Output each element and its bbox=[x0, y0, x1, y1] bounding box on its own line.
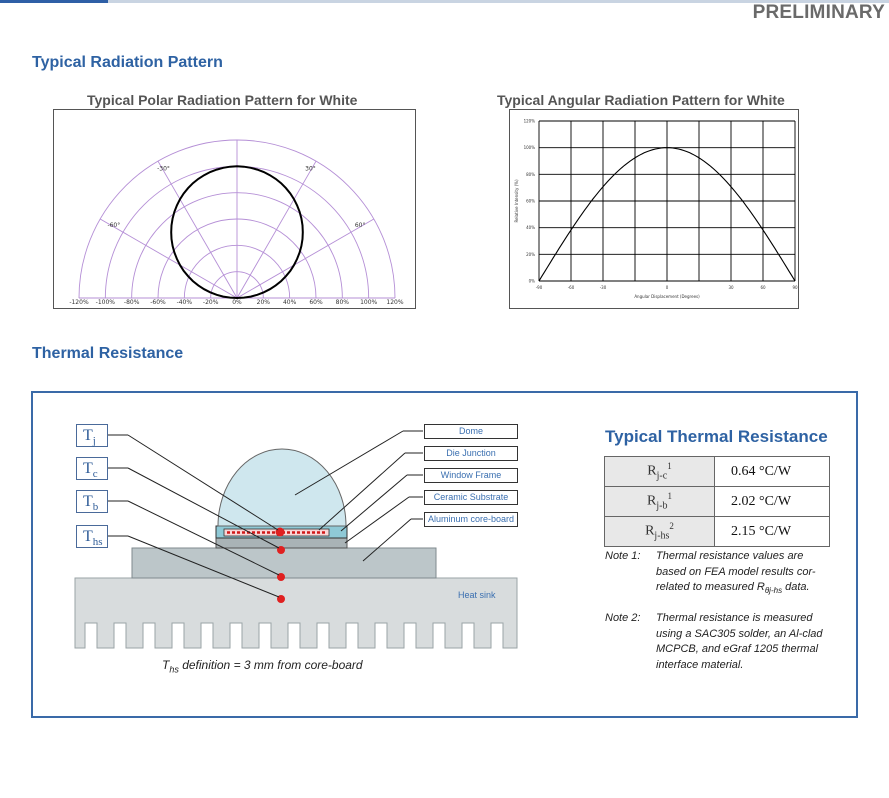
polar-chart-title: Typical Polar Radiation Pattern for Whit… bbox=[87, 92, 358, 108]
note-1-key: Note 1: bbox=[605, 550, 641, 562]
polar-x-tick-label: -60% bbox=[150, 299, 166, 306]
polar-angle-label: 60° bbox=[355, 222, 366, 229]
angular-x-tick-label: -30 bbox=[600, 285, 607, 290]
aluminum-core-board-label: Aluminum core-board bbox=[424, 512, 518, 527]
note-1-text: Thermal resistance values are based on F… bbox=[656, 550, 816, 596]
polar-grid-spoke bbox=[236, 160, 317, 299]
polar-chart: -30° 30° -60° 60° -120% -100% -80% -60% -40% -20%… bbox=[53, 109, 416, 309]
polar-x-tick-label: -40% bbox=[177, 299, 193, 306]
top-rule bbox=[0, 0, 889, 3]
dome bbox=[217, 448, 347, 527]
window-frame-label: Window Frame bbox=[424, 468, 518, 483]
angular-x-axis-label: Angular Displacement (Degrees) bbox=[634, 294, 700, 299]
polar-angle-label: 30° bbox=[305, 166, 316, 173]
angular-x-tick-label: -90 bbox=[536, 285, 543, 290]
polar-angle-label: -30° bbox=[157, 166, 170, 173]
thermal-resistance-table: Rj-c1 0.64 °C/W Rj-b1 2.02 °C/W Rj-hs2 2… bbox=[604, 456, 830, 547]
tj-label: Tj bbox=[76, 424, 108, 447]
tc-label: Tc bbox=[76, 457, 108, 480]
rjhs-label: Rj-hs2 bbox=[604, 516, 715, 547]
angular-x-tick-label: 0 bbox=[666, 285, 669, 290]
rjc-value: 0.64 °C/W bbox=[714, 456, 830, 487]
polar-x-tick-label: 0% bbox=[232, 299, 242, 306]
ceramic-substrate-label: Ceramic Substrate bbox=[424, 490, 518, 505]
angular-chart-title: Typical Angular Radiation Pattern for Wh… bbox=[497, 92, 785, 108]
polar-x-tick-label: 100% bbox=[360, 299, 377, 306]
polar-grid-spoke bbox=[236, 218, 375, 299]
rjc-label: Rj-c1 bbox=[604, 456, 715, 487]
ths-label: Ths bbox=[76, 525, 108, 548]
rjhs-value: 2.15 °C/W bbox=[714, 516, 830, 547]
note-2-text: Thermal resistance is measured using a S… bbox=[656, 612, 823, 671]
angular-y-tick-label: 20% bbox=[526, 252, 535, 257]
polar-x-tick-label: -20% bbox=[203, 299, 219, 306]
angular-x-tick-label: -60 bbox=[568, 285, 575, 290]
angular-y-axis-label: Relative Intensity (%) bbox=[514, 179, 519, 222]
polar-angle-label: -60° bbox=[107, 222, 120, 229]
angular-intensity-curve bbox=[538, 147, 796, 282]
polar-grid-spoke bbox=[99, 218, 238, 299]
die-junction-label: Die Junction bbox=[424, 446, 518, 461]
table-row: Rj-b1 2.02 °C/W bbox=[604, 486, 830, 517]
polar-x-tick-label: 20% bbox=[257, 299, 271, 306]
polar-grid-spoke bbox=[157, 160, 238, 299]
angular-x-tick-label: 60 bbox=[760, 285, 766, 290]
radiation-section-title: Typical Radiation Pattern bbox=[32, 54, 223, 71]
polar-x-tick-label: 60% bbox=[309, 299, 323, 306]
note-2-key: Note 2: bbox=[605, 612, 641, 624]
angular-x-tick-label: 90 bbox=[792, 285, 798, 290]
rjb-label: Rj-b1 bbox=[604, 486, 715, 517]
polar-x-tick-label: -120% bbox=[69, 299, 89, 306]
angular-y-tick-label: 40% bbox=[526, 225, 535, 230]
angular-y-tick-label: 0% bbox=[529, 279, 536, 284]
polar-intensity-curve bbox=[170, 165, 304, 300]
table-row: Rj-c1 0.64 °C/W bbox=[604, 456, 830, 487]
ths-definition: Ths definition = 3 mm from core-board bbox=[162, 658, 363, 675]
angular-y-tick-label: 120% bbox=[524, 119, 536, 124]
angular-x-tick-label: 30 bbox=[728, 285, 734, 290]
polar-x-tick-label: 120% bbox=[386, 299, 403, 306]
thermal-section-title: Thermal Resistance bbox=[32, 345, 184, 362]
preliminary-label: PRELIMINARY bbox=[752, 2, 885, 23]
angular-y-tick-label: 100% bbox=[524, 145, 536, 150]
polar-x-tick-label: -100% bbox=[96, 299, 116, 306]
polar-x-tick-label: 40% bbox=[283, 299, 297, 306]
polar-x-tick-label: 80% bbox=[336, 299, 350, 306]
angular-chart-svg: 0% 20% 40% 60% 80% 100% 120% -90 -60 -30 0 30 60 90An… bbox=[514, 119, 798, 300]
tb-label: Tb bbox=[76, 490, 108, 513]
left-leader-lines bbox=[108, 434, 280, 598]
angular-y-tick-label: 60% bbox=[526, 199, 535, 204]
dome-label: Dome bbox=[424, 424, 518, 439]
heat-sink-label: Heat sink bbox=[458, 590, 496, 600]
thermal-diagram bbox=[74, 430, 518, 649]
angular-y-tick-label: 80% bbox=[526, 172, 535, 177]
thermal-resistance-title: Typical Thermal Resistance bbox=[605, 427, 828, 446]
top-rule-accent bbox=[0, 0, 108, 3]
table-row: Rj-hs2 2.15 °C/W bbox=[604, 516, 830, 547]
right-leader-lines bbox=[294, 430, 423, 562]
heat-sink bbox=[74, 577, 518, 649]
rjb-value: 2.02 °C/W bbox=[714, 486, 830, 517]
polar-chart-svg: -30° 30° -60° 60° -120% -100% -80% -60% -40% -20%… bbox=[69, 139, 404, 306]
polar-x-tick-label: -80% bbox=[124, 299, 140, 306]
